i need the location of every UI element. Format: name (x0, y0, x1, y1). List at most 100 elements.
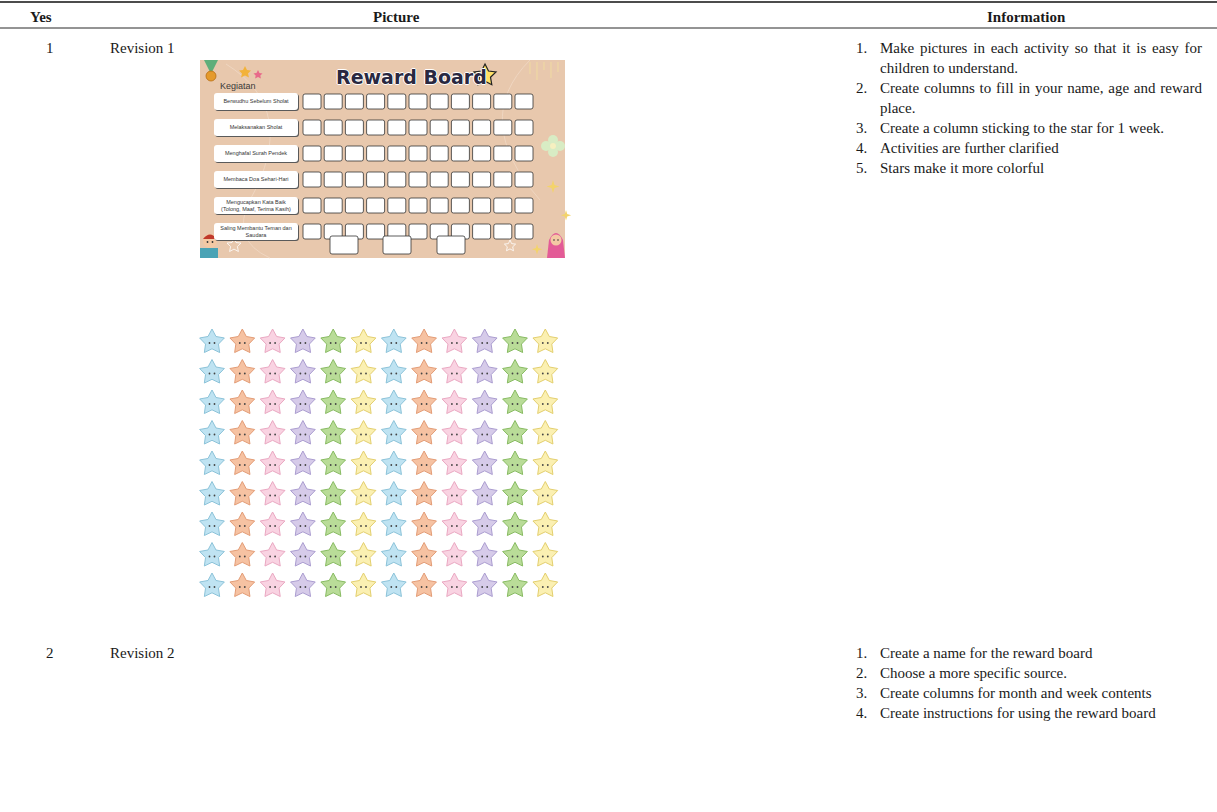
list-number: 3. (856, 683, 867, 703)
star-sticker (381, 421, 406, 445)
sticker-square (473, 94, 491, 109)
star-sticker (200, 573, 225, 597)
star-sticker (321, 573, 346, 597)
star-sticker (291, 573, 316, 597)
sticker-square (451, 172, 469, 187)
sticker-square (494, 224, 512, 239)
star-sticker (472, 329, 497, 353)
activity-box: Membaca Doa Sehari-Hari (214, 171, 298, 188)
star-sticker (381, 360, 406, 384)
star-sticker (533, 390, 558, 414)
star-sticker (321, 543, 346, 567)
sticker-square (451, 120, 469, 135)
list-item: Activities are further clarified (880, 138, 1202, 158)
sticker-square (494, 146, 512, 161)
list-item: Create instructions for using the reward… (880, 703, 1202, 723)
sticker-square (409, 172, 427, 187)
star-sticker (291, 451, 316, 475)
board-title: Reward Board (336, 66, 487, 88)
star-squares (303, 94, 533, 239)
list-number: 4. (856, 703, 867, 723)
star-sticker (533, 421, 558, 445)
outline-star (227, 238, 241, 252)
sticker-square (324, 146, 342, 161)
sticker-square (451, 94, 469, 109)
star-sticker (260, 482, 285, 506)
star-sticker (230, 329, 255, 353)
sticker-square (345, 198, 363, 213)
star-sticker (230, 543, 255, 567)
list-item: Create columns to fill in your name, age… (880, 78, 1202, 118)
star-sticker (200, 451, 225, 475)
star-sticker (442, 421, 467, 445)
star-sticker (472, 573, 497, 597)
star-sticker (260, 573, 285, 597)
sticker-square (367, 224, 385, 239)
star-sticker (503, 573, 528, 597)
star-sticker (230, 573, 255, 597)
sticker-square (409, 94, 427, 109)
star-sticker (260, 329, 285, 353)
sticker-square (324, 198, 342, 213)
list-number: 2. (856, 78, 867, 98)
star-sticker (351, 390, 376, 414)
star-sticker (200, 543, 225, 567)
sparkle (561, 210, 571, 220)
sticker-square (303, 172, 321, 187)
sticker-square (494, 172, 512, 187)
deco-star (254, 70, 263, 79)
sticker-square (367, 198, 385, 213)
sticker-square (473, 120, 491, 135)
star-sticker (472, 512, 497, 536)
column-header: Picture (373, 7, 419, 27)
reward-boxes (330, 236, 465, 254)
star-sticker (291, 543, 316, 567)
list-item: Create columns for month and week conten… (880, 683, 1202, 703)
list-number: 5. (856, 158, 867, 178)
sticker-square (430, 146, 448, 161)
star-sticker (321, 512, 346, 536)
star-sticker (381, 573, 406, 597)
sticker-square (388, 198, 406, 213)
star-sticker (412, 451, 437, 475)
star-sticker (442, 482, 467, 506)
star-sticker (533, 482, 558, 506)
deco-star (239, 66, 251, 78)
star-sticker (200, 421, 225, 445)
star-sticker (291, 512, 316, 536)
sticker-square (303, 198, 321, 213)
star-sticker (230, 512, 255, 536)
sticker-square (324, 172, 342, 187)
sticker-square (473, 198, 491, 213)
star-sticker (503, 512, 528, 536)
sticker-square (451, 146, 469, 161)
star-sticker (260, 512, 285, 536)
star-sticker (321, 390, 346, 414)
sticker-square (324, 120, 342, 135)
revision-label: Revision 1 (110, 38, 175, 58)
star-sticker (442, 329, 467, 353)
activity-text: Berwudhu Sebelum Sholat (223, 98, 288, 105)
activity-text: Membaca Doa Sehari-Hari (223, 176, 288, 183)
flower (541, 135, 565, 157)
list-item: Stars make it more colorful (880, 158, 1202, 178)
star-sticker (472, 451, 497, 475)
star-sticker (321, 329, 346, 353)
star-sticker (503, 543, 528, 567)
sticker-square (451, 198, 469, 213)
sticker-square (515, 198, 533, 213)
board-heading: Kegiatan (220, 81, 256, 92)
sticker-square (324, 94, 342, 109)
revision-label: Revision 2 (110, 643, 175, 663)
star-sticker (533, 329, 558, 353)
row-number: 1 (46, 38, 54, 58)
sticker-square (303, 94, 321, 109)
star-sticker (503, 360, 528, 384)
star-sticker-sheet (200, 329, 558, 597)
star-sticker (200, 390, 225, 414)
sticker-square (473, 146, 491, 161)
star-sticker (412, 329, 437, 353)
star-sticker (442, 543, 467, 567)
star-sticker (291, 360, 316, 384)
list-item: Make pictures in each activity so that i… (880, 38, 1202, 78)
